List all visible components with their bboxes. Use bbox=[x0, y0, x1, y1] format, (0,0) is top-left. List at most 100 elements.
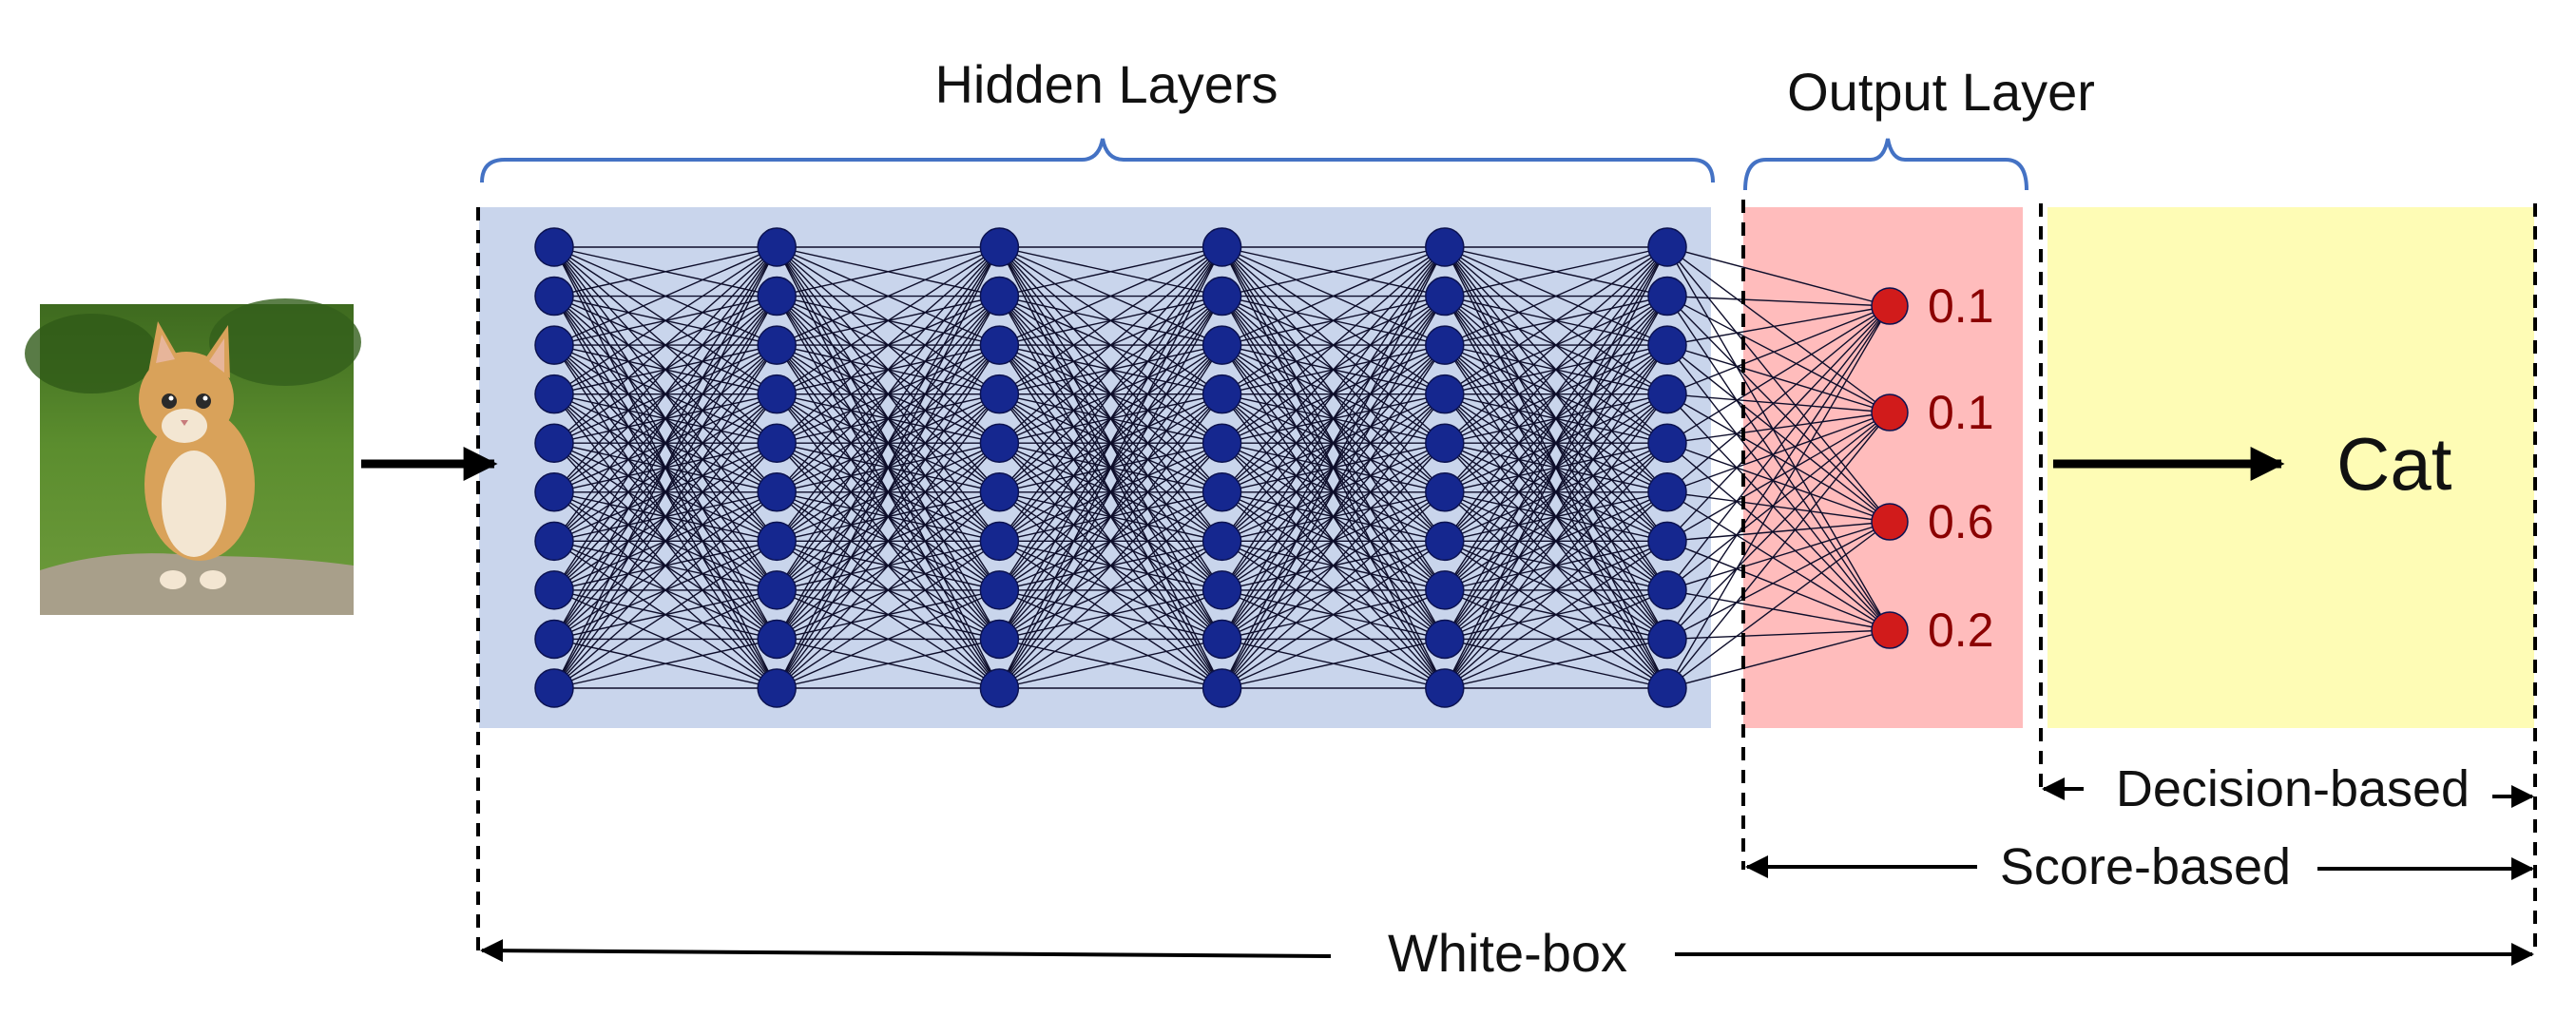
hidden-neuron bbox=[1425, 521, 1465, 562]
connection bbox=[776, 491, 1000, 689]
connection bbox=[1666, 393, 1891, 413]
hidden-neuron bbox=[534, 570, 574, 610]
predicted-class-label: Cat bbox=[2336, 422, 2452, 506]
connection bbox=[1666, 629, 1891, 641]
connection bbox=[1666, 296, 1891, 523]
network-neurons bbox=[534, 227, 1909, 708]
connection bbox=[553, 246, 778, 395]
hidden-neuron bbox=[1425, 227, 1465, 267]
hidden-neuron bbox=[1201, 668, 1242, 708]
connection bbox=[998, 442, 1223, 689]
connection bbox=[1444, 246, 1668, 444]
hidden-layers-bracket bbox=[480, 138, 1715, 183]
network-connections bbox=[553, 246, 1891, 689]
connection bbox=[1444, 246, 1668, 297]
connection bbox=[1666, 305, 1891, 444]
hidden-layers-label: Hidden Layers bbox=[934, 54, 1278, 114]
score-based-label: Score-based bbox=[2000, 838, 2291, 895]
connection bbox=[1444, 296, 1668, 689]
white-box-left-arrow bbox=[480, 939, 1332, 963]
connection bbox=[1666, 442, 1891, 631]
connection bbox=[776, 246, 1000, 493]
hidden-neuron bbox=[979, 619, 1020, 660]
hidden-neuron bbox=[979, 521, 1020, 562]
connection bbox=[1444, 246, 1668, 493]
connection bbox=[776, 246, 1000, 444]
connection bbox=[553, 491, 778, 689]
connection bbox=[999, 589, 1222, 689]
hidden-neuron bbox=[1647, 472, 1687, 512]
hidden-neuron bbox=[757, 227, 797, 267]
connection bbox=[553, 246, 778, 493]
connection bbox=[1666, 246, 1891, 413]
connection bbox=[777, 246, 1000, 297]
connection bbox=[776, 589, 1000, 689]
hidden-neuron bbox=[979, 227, 1020, 267]
hidden-neuron bbox=[1201, 472, 1242, 512]
connection bbox=[1666, 305, 1891, 493]
hidden-neuron bbox=[1201, 570, 1242, 610]
connection bbox=[553, 246, 778, 542]
connection bbox=[999, 540, 1222, 689]
connection bbox=[1666, 629, 1891, 689]
connection bbox=[1666, 305, 1891, 640]
connection bbox=[1444, 246, 1668, 542]
hidden-neuron bbox=[1647, 619, 1687, 660]
connection bbox=[1666, 393, 1891, 523]
connection bbox=[776, 442, 1000, 689]
connection bbox=[553, 246, 778, 346]
connection bbox=[1666, 540, 1891, 631]
connection bbox=[1221, 491, 1446, 689]
hidden-neuron bbox=[1425, 325, 1465, 365]
hidden-neuron bbox=[1647, 227, 1687, 267]
connection bbox=[1666, 344, 1891, 631]
connection bbox=[1221, 246, 1446, 689]
connection bbox=[1221, 246, 1446, 444]
connection bbox=[553, 540, 778, 689]
connection bbox=[1666, 412, 1891, 591]
connection bbox=[553, 246, 778, 444]
hidden-neuron bbox=[757, 276, 797, 317]
connection bbox=[1221, 638, 1445, 689]
hidden-neuron bbox=[1425, 619, 1465, 660]
connection bbox=[776, 344, 1000, 689]
connection bbox=[1666, 521, 1891, 591]
hidden-neuron bbox=[1647, 423, 1687, 463]
connection bbox=[553, 246, 778, 297]
connection bbox=[776, 246, 1001, 689]
hidden-neuron bbox=[1647, 374, 1687, 414]
hidden-neuron bbox=[757, 374, 797, 414]
hidden-neuron bbox=[979, 423, 1020, 463]
connection bbox=[1666, 521, 1891, 641]
hidden-neuron bbox=[1201, 423, 1242, 463]
connection bbox=[998, 246, 1223, 689]
hidden-neuron bbox=[757, 325, 797, 365]
hidden-neuron bbox=[534, 521, 574, 562]
hidden-neuron bbox=[1201, 521, 1242, 562]
hidden-neuron bbox=[1425, 570, 1465, 610]
hidden-neuron bbox=[1425, 276, 1465, 317]
connection bbox=[1666, 521, 1891, 689]
hidden-neuron bbox=[534, 619, 574, 660]
hidden-neuron bbox=[1425, 374, 1465, 414]
connection bbox=[776, 246, 1000, 591]
connection bbox=[1666, 296, 1891, 631]
input-image bbox=[25, 298, 361, 615]
hidden-neuron bbox=[1425, 472, 1465, 512]
connection bbox=[999, 638, 1222, 689]
connection bbox=[1444, 540, 1668, 689]
connection bbox=[776, 296, 1001, 689]
connection bbox=[1444, 344, 1668, 689]
connection bbox=[553, 344, 778, 689]
output-neuron bbox=[1871, 287, 1909, 325]
output-neuron bbox=[1871, 393, 1909, 432]
connection bbox=[1666, 344, 1891, 523]
connection bbox=[1444, 393, 1668, 689]
hidden-neuron bbox=[979, 325, 1020, 365]
connection bbox=[776, 246, 1001, 640]
hidden-neuron bbox=[1425, 668, 1465, 708]
connection bbox=[1221, 246, 1446, 640]
white-box-label: White-box bbox=[1388, 923, 1627, 983]
hidden-neuron bbox=[1647, 325, 1687, 365]
connection bbox=[998, 491, 1223, 689]
